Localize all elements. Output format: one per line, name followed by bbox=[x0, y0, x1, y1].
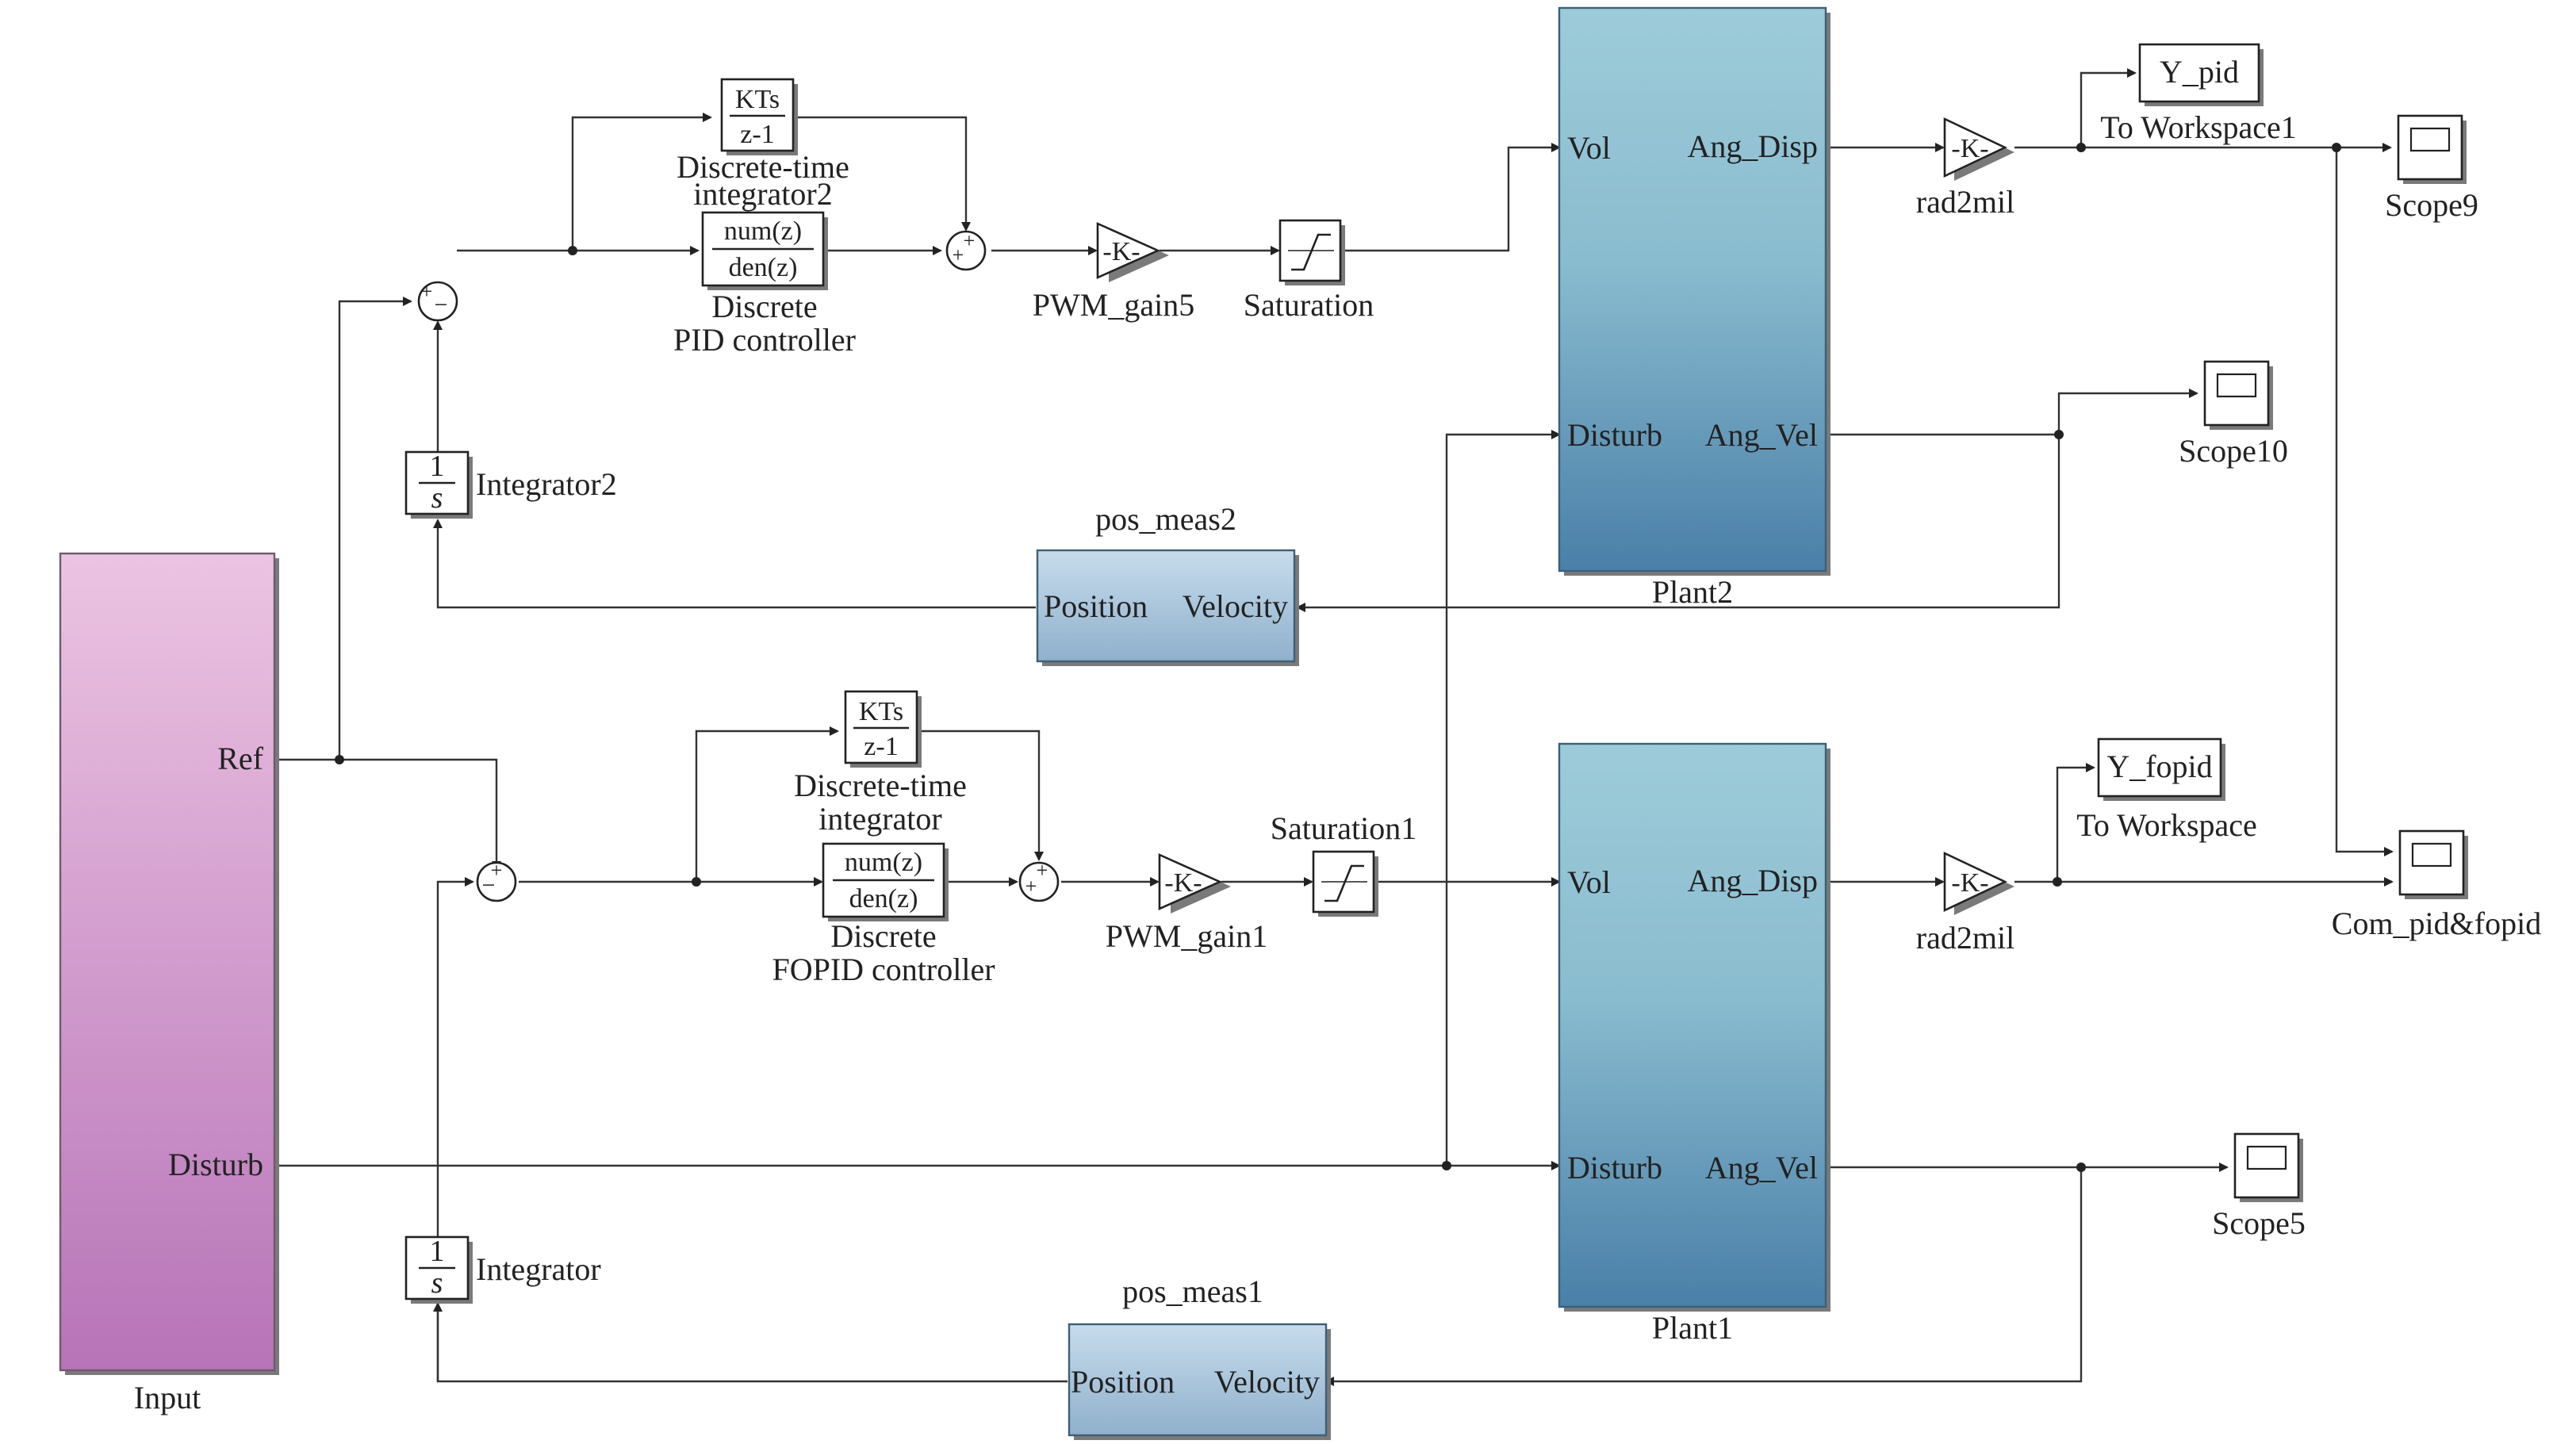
svg-text:rad2mil: rad2mil bbox=[1916, 184, 2014, 220]
svg-text:+: + bbox=[1037, 859, 1048, 882]
plant1-block[interactable]: Vol Disturb Ang_Disp Ang_Vel Plant1 bbox=[1558, 742, 1830, 1346]
to-workspace1-block[interactable]: Y_pid To Workspace1 bbox=[2100, 43, 2297, 145]
pwm-gain1-block[interactable]: -K- PWM_gain1 bbox=[1106, 852, 1267, 954]
rad2mil-bottom-block[interactable]: -K- rad2mil bbox=[1916, 851, 2014, 956]
svg-text:+: + bbox=[953, 243, 964, 266]
dt-integrator-block[interactable]: KTs z-1 Discrete-time integrator bbox=[794, 690, 967, 837]
svg-text:PWM_gain1: PWM_gain1 bbox=[1106, 918, 1267, 954]
svg-text:Disturb: Disturb bbox=[1567, 417, 1662, 453]
to-workspace-block[interactable]: Y_fopid To Workspace bbox=[2076, 737, 2257, 843]
signal-lines bbox=[274, 68, 2394, 1386]
svg-text:num(z): num(z) bbox=[724, 216, 802, 246]
svg-text:-K-: -K- bbox=[1951, 134, 1988, 163]
svg-text:den(z): den(z) bbox=[729, 253, 798, 282]
sum-top[interactable]: + − bbox=[417, 280, 458, 322]
svg-text:Discrete-time: Discrete-time bbox=[677, 149, 849, 185]
svg-text:PWM_gain5: PWM_gain5 bbox=[1033, 287, 1194, 323]
svg-text:1: 1 bbox=[430, 1235, 445, 1268]
fopid-controller-block[interactable]: num(z) den(z) Discrete FOPID controller bbox=[772, 842, 995, 987]
svg-text:1: 1 bbox=[430, 450, 445, 483]
svg-text:-K-: -K- bbox=[1102, 237, 1140, 266]
svg-text:Position: Position bbox=[1044, 588, 1148, 624]
dt-integrator2-block[interactable]: KTs z-1 Discrete-time integrator2 bbox=[677, 78, 849, 212]
scope9-block[interactable]: Scope9 bbox=[2385, 114, 2478, 223]
svg-text:Disturb: Disturb bbox=[1567, 1150, 1662, 1185]
svg-text:integrator2: integrator2 bbox=[693, 176, 833, 212]
svg-text:+: + bbox=[1025, 875, 1037, 898]
svg-text:integrator: integrator bbox=[818, 801, 942, 837]
svg-text:s: s bbox=[431, 481, 443, 515]
svg-text:Scope5: Scope5 bbox=[2212, 1205, 2306, 1241]
input-port-disturb: Disturb bbox=[168, 1147, 263, 1182]
pwm-gain5-block[interactable]: -K- PWM_gain5 bbox=[1033, 221, 1194, 323]
saturation1-block[interactable]: Saturation1 bbox=[1271, 810, 1416, 917]
svg-text:den(z): den(z) bbox=[849, 884, 918, 914]
svg-text:Ang_Disp: Ang_Disp bbox=[1688, 863, 1818, 898]
svg-text:+: + bbox=[421, 280, 433, 303]
sum-bottom-fopid[interactable]: + + bbox=[1018, 859, 1060, 902]
scope-com-pid-fopid-block[interactable]: Com_pid&fopid bbox=[2332, 829, 2541, 941]
svg-text:+: + bbox=[964, 229, 976, 252]
svg-text:Scope10: Scope10 bbox=[2179, 433, 2288, 469]
svg-text:KTs: KTs bbox=[859, 697, 903, 726]
integrator-block[interactable]: 1 s Integrator bbox=[404, 1235, 601, 1304]
rad2mil-top-block[interactable]: -K- rad2mil bbox=[1916, 117, 2014, 220]
integrator-label: Integrator bbox=[476, 1251, 601, 1287]
svg-text:−: − bbox=[435, 292, 448, 318]
svg-text:Discrete-time: Discrete-time bbox=[794, 768, 967, 803]
svg-text:Ang_Vel: Ang_Vel bbox=[1705, 1150, 1818, 1185]
svg-text:Vol: Vol bbox=[1567, 864, 1611, 900]
svg-text:s: s bbox=[431, 1266, 443, 1300]
svg-text:z-1: z-1 bbox=[740, 120, 774, 149]
svg-text:Discrete: Discrete bbox=[830, 918, 936, 954]
svg-text:Ang_Vel: Ang_Vel bbox=[1705, 417, 1818, 453]
svg-text:rad2mil: rad2mil bbox=[1916, 920, 2014, 956]
svg-text:Discrete: Discrete bbox=[711, 289, 817, 324]
svg-text:KTs: KTs bbox=[735, 85, 780, 114]
integrator2-block[interactable]: 1 s Integrator2 bbox=[404, 450, 617, 519]
input-port-ref: Ref bbox=[217, 741, 263, 776]
svg-text:Velocity: Velocity bbox=[1214, 1364, 1320, 1400]
saturation-block[interactable]: Saturation bbox=[1244, 219, 1374, 323]
scope5-block[interactable]: Scope5 bbox=[2212, 1132, 2306, 1241]
svg-text:-K-: -K- bbox=[1164, 868, 1202, 898]
svg-text:+: + bbox=[491, 859, 503, 882]
svg-text:Plant2: Plant2 bbox=[1652, 574, 1733, 610]
input-block[interactable]: Ref Disturb Input bbox=[59, 552, 279, 1415]
plant2-block[interactable]: Vol Disturb Ang_Disp Ang_Vel Plant2 bbox=[1558, 6, 1830, 610]
svg-text:Y_pid: Y_pid bbox=[2160, 54, 2239, 90]
svg-text:Ang_Disp: Ang_Disp bbox=[1688, 128, 1818, 164]
svg-text:pos_meas1: pos_meas1 bbox=[1122, 1274, 1263, 1309]
input-label: Input bbox=[134, 1380, 201, 1415]
pos-meas2-block[interactable]: Position Velocity pos_meas2 bbox=[1036, 501, 1299, 666]
svg-text:Saturation: Saturation bbox=[1244, 287, 1374, 323]
svg-text:Vol: Vol bbox=[1567, 130, 1611, 166]
svg-text:Plant1: Plant1 bbox=[1652, 1310, 1733, 1346]
svg-text:Scope9: Scope9 bbox=[2385, 187, 2478, 223]
svg-text:-K-: -K- bbox=[1951, 868, 1988, 898]
svg-text:Y_fopid: Y_fopid bbox=[2106, 749, 2212, 784]
sum-bottom[interactable]: + − bbox=[476, 859, 517, 902]
integrator2-label: Integrator2 bbox=[476, 466, 617, 502]
svg-text:Saturation1: Saturation1 bbox=[1271, 810, 1416, 846]
svg-text:PID controller: PID controller bbox=[673, 322, 856, 358]
svg-text:To Workspace1: To Workspace1 bbox=[2100, 109, 2297, 145]
svg-text:num(z): num(z) bbox=[845, 848, 922, 877]
svg-text:z-1: z-1 bbox=[864, 732, 898, 761]
svg-text:−: − bbox=[482, 872, 496, 898]
svg-text:FOPID controller: FOPID controller bbox=[772, 952, 995, 987]
scope10-block[interactable]: Scope10 bbox=[2179, 360, 2288, 469]
svg-text:pos_meas2: pos_meas2 bbox=[1095, 501, 1236, 537]
sum-top-pid[interactable]: + + bbox=[945, 229, 987, 271]
pos-meas1-block[interactable]: Position Velocity pos_meas1 bbox=[1068, 1274, 1331, 1440]
svg-text:Velocity: Velocity bbox=[1183, 588, 1288, 624]
svg-text:Com_pid&fopid: Com_pid&fopid bbox=[2332, 906, 2541, 941]
pid-controller-block[interactable]: num(z) den(z) Discrete PID controller bbox=[673, 211, 856, 358]
svg-text:To Workspace: To Workspace bbox=[2076, 807, 2257, 843]
svg-text:Position: Position bbox=[1071, 1364, 1175, 1400]
